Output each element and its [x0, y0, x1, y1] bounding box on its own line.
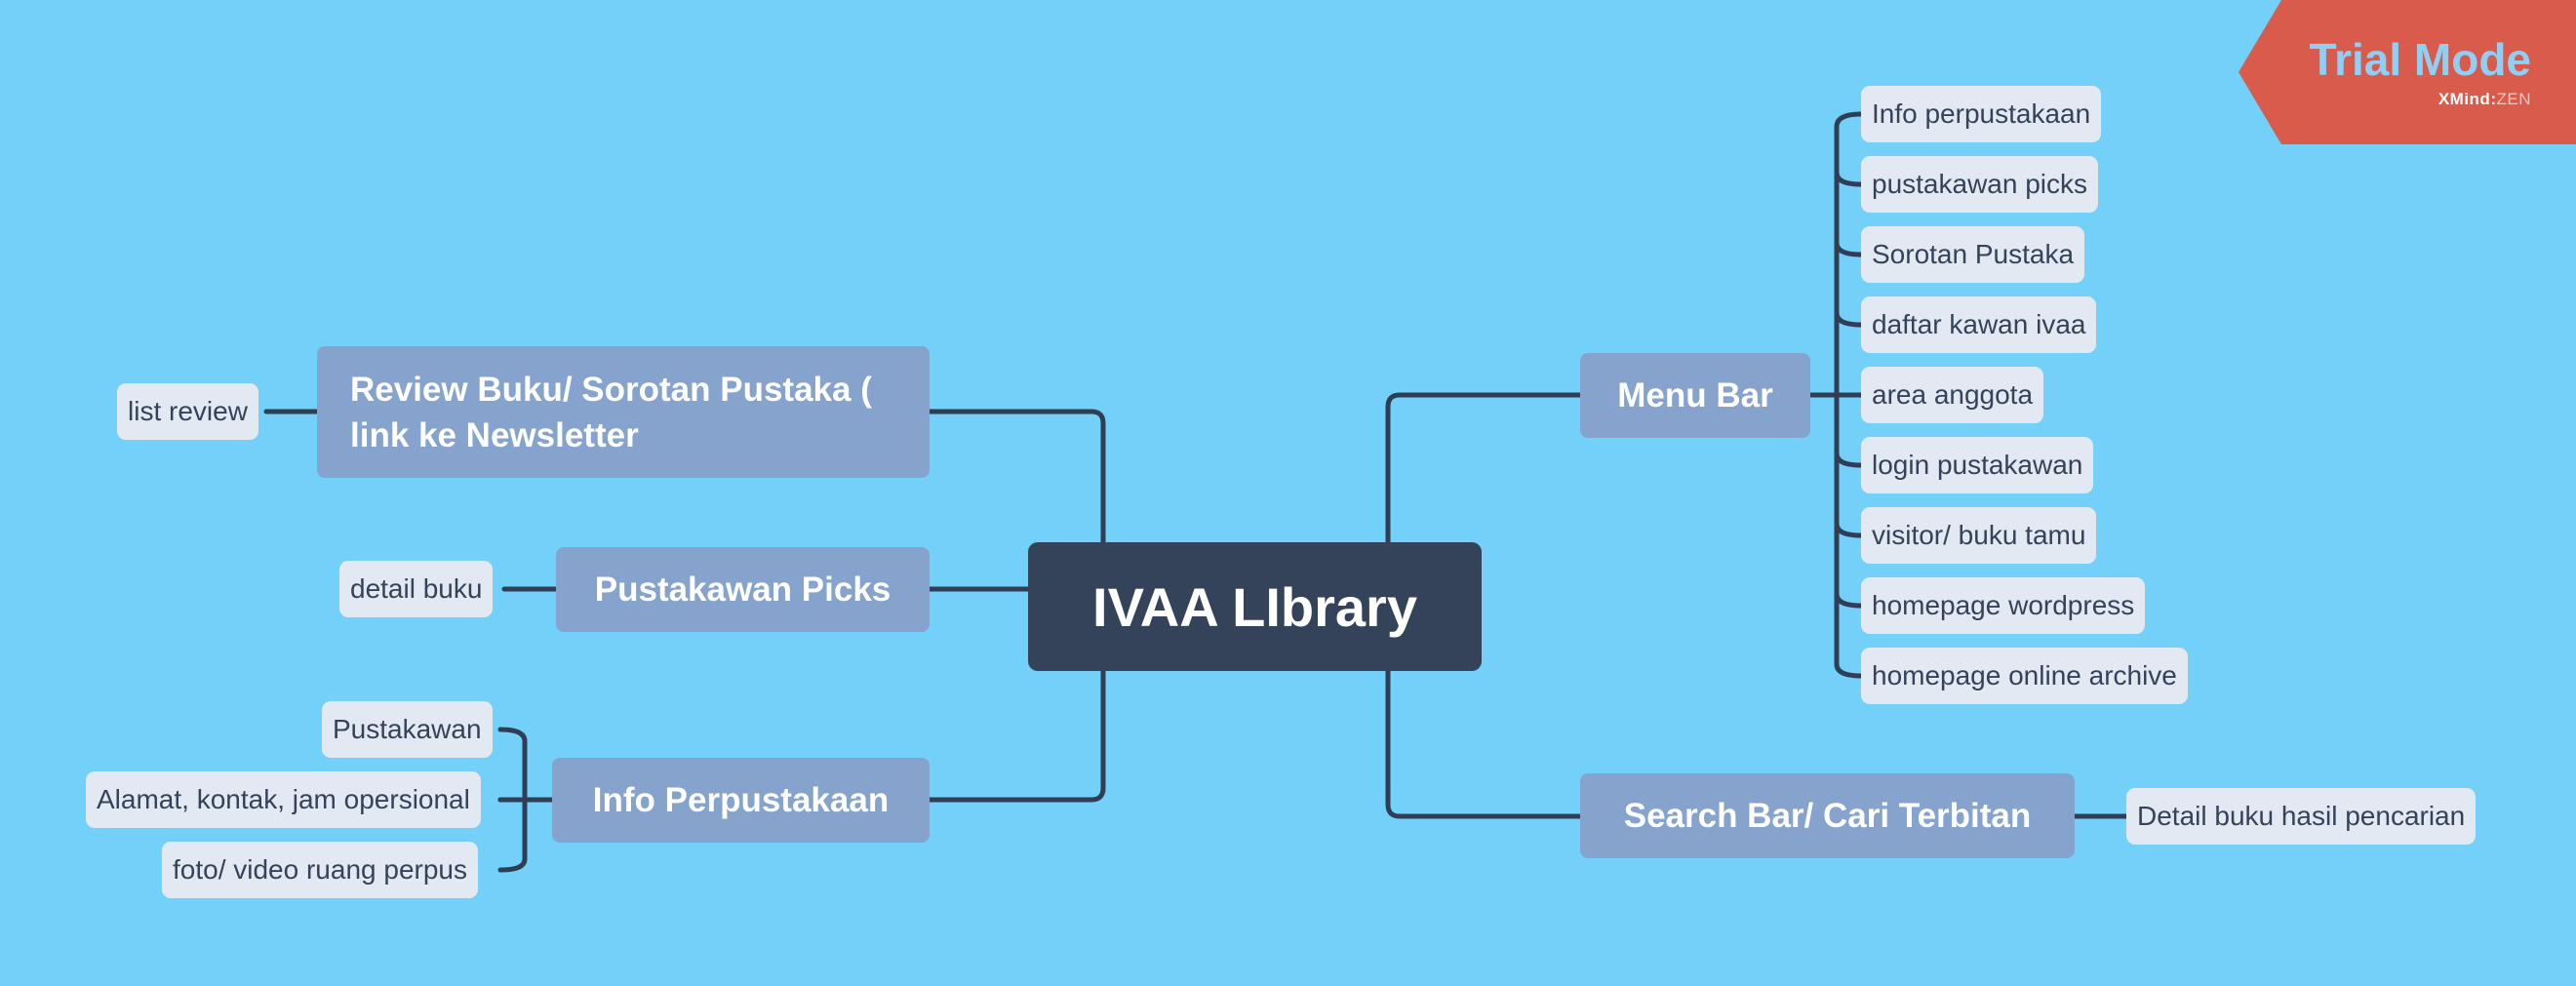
leaf-menu-area-anggota-label: area anggota	[1872, 379, 2034, 410]
connector-menu-leaf-2	[1834, 170, 1864, 187]
branch-info-perpustakaan-label: Info Perpustakaan	[592, 780, 890, 819]
watermark-brand-name: XMind	[2437, 90, 2491, 108]
watermark-edition: ZEN	[2496, 90, 2531, 108]
leaf-menu-daftar-kawan[interactable]: daftar kawan ivaa	[1861, 296, 2097, 353]
branch-menu-bar-label: Menu Bar	[1617, 375, 1773, 414]
leaf-menu-sorotan-pustaka[interactable]: Sorotan Pustaka	[1861, 226, 2085, 283]
leaf-foto-video-label: foto/ video ruang perpus	[173, 854, 467, 885]
branch-pustakawan-picks[interactable]: Pustakawan Picks	[556, 547, 930, 632]
branch-pustakawan-picks-label: Pustakawan Picks	[594, 570, 892, 609]
leaf-menu-info-perpustakaan[interactable]: Info perpustakaan	[1861, 86, 2102, 142]
leaf-alamat-kontak[interactable]: Alamat, kontak, jam opersional	[86, 771, 481, 828]
connector-root-info	[927, 668, 1106, 803]
connector-menu-leaf-4	[1834, 310, 1864, 328]
branch-menu-bar[interactable]: Menu Bar	[1580, 353, 1810, 438]
leaf-menu-pustakawan-picks-label: pustakawan picks	[1872, 169, 2088, 199]
watermark-ribbon-shape	[2239, 0, 2576, 144]
connector-menu-leaf-7	[1834, 521, 1864, 538]
branch-review-buku-label: Review Buku/ Sorotan Pustaka ( link ke N…	[350, 370, 872, 454]
leaf-detail-buku-hasil-label: Detail buku hasil pencarian	[2137, 801, 2466, 831]
connector-menu-leaf-3	[1834, 240, 1864, 257]
watermark-separator: :	[2490, 90, 2497, 108]
connector-menu-leaf-6	[1834, 451, 1864, 468]
leaf-detail-buku-hasil[interactable]: Detail buku hasil pencarian	[2126, 788, 2477, 845]
leaf-menu-visitor-label: visitor/ buku tamu	[1872, 520, 2086, 550]
root-topic[interactable]: IVAA LIbrary	[1028, 542, 1482, 671]
leaf-menu-login-pustakawan[interactable]: login pustakawan	[1861, 437, 2094, 493]
leaf-menu-login-pustakawan-label: login pustakawan	[1872, 450, 2083, 480]
leaf-pustakawan-label: Pustakawan	[333, 714, 482, 744]
watermark-brand: XMind:ZEN	[2438, 90, 2531, 109]
leaf-detail-buku-label: detail buku	[350, 573, 483, 604]
branch-info-perpustakaan[interactable]: Info Perpustakaan	[552, 758, 930, 843]
leaf-menu-area-anggota[interactable]: area anggota	[1861, 367, 2044, 423]
branch-search-bar[interactable]: Search Bar/ Cari Terbitan	[1580, 773, 2075, 858]
leaf-menu-visitor[interactable]: visitor/ buku tamu	[1861, 507, 2097, 564]
connector-root-search	[1385, 668, 1583, 819]
trial-mode-watermark: Trial Mode XMind:ZEN	[2239, 0, 2576, 144]
leaf-menu-daftar-kawan-label: daftar kawan ivaa	[1872, 309, 2086, 339]
leaf-alamat-kontak-label: Alamat, kontak, jam opersional	[97, 784, 470, 814]
watermark-title: Trial Mode	[2309, 34, 2531, 85]
leaf-menu-info-perpustakaan-label: Info perpustakaan	[1872, 99, 2091, 129]
leaf-foto-video[interactable]: foto/ video ruang perpus	[162, 842, 478, 898]
connector-menu-leaf-8	[1834, 591, 1864, 609]
leaf-list-review[interactable]: list review	[117, 383, 258, 440]
leaf-menu-homepage-archive-label: homepage online archive	[1872, 660, 2177, 690]
leaf-detail-buku[interactable]: detail buku	[339, 561, 494, 617]
connector-root-review	[927, 409, 1106, 545]
leaf-pustakawan[interactable]: Pustakawan	[322, 701, 493, 758]
leaf-menu-sorotan-pustaka-label: Sorotan Pustaka	[1872, 239, 2075, 269]
leaf-menu-pustakawan-picks[interactable]: pustakawan picks	[1861, 156, 2099, 213]
branch-review-buku[interactable]: Review Buku/ Sorotan Pustaka ( link ke N…	[317, 346, 930, 478]
branch-search-bar-label: Search Bar/ Cari Terbitan	[1623, 796, 2032, 835]
leaf-menu-homepage-wordpress[interactable]: homepage wordpress	[1861, 577, 2146, 634]
leaf-menu-homepage-archive[interactable]: homepage online archive	[1861, 648, 2188, 704]
leaf-menu-homepage-wordpress-label: homepage wordpress	[1872, 590, 2135, 620]
root-topic-label: IVAA LIbrary	[1092, 575, 1417, 638]
leaf-list-review-label: list review	[128, 396, 248, 426]
connector-root-menu	[1385, 392, 1583, 545]
